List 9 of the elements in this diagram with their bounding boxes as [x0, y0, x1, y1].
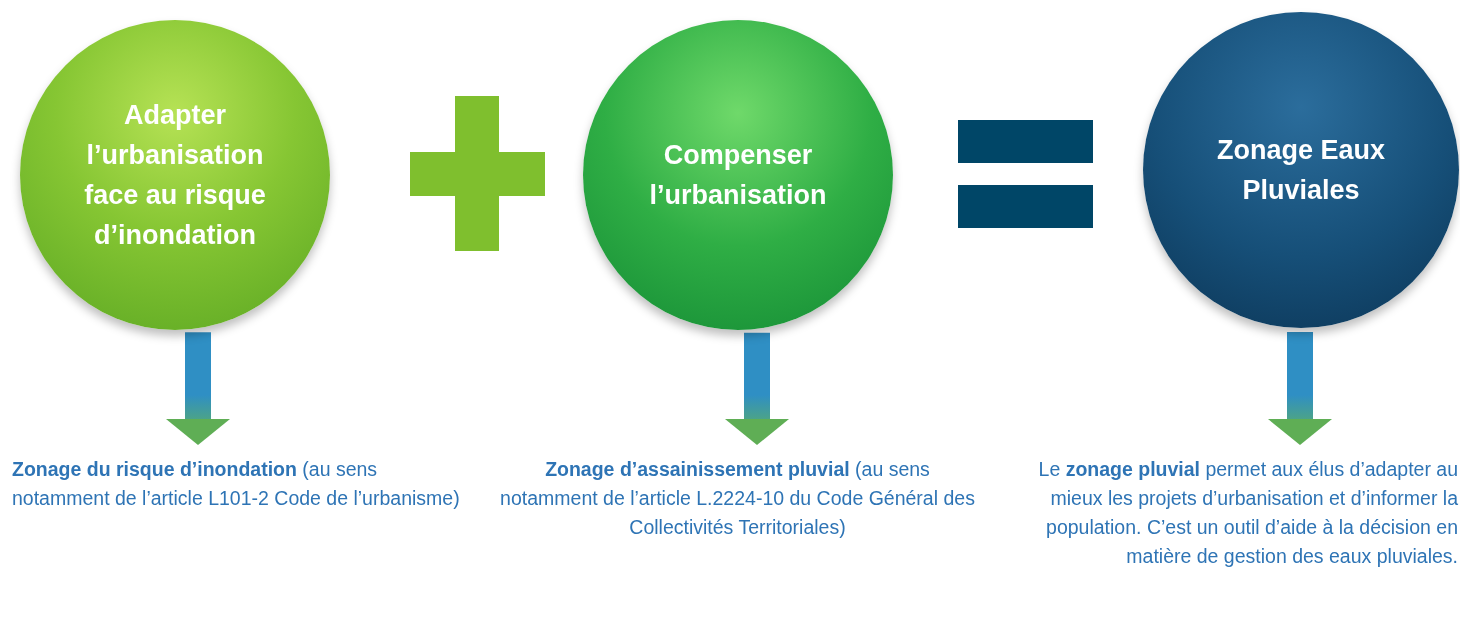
circle-label: Compenser l’urbanisation: [648, 139, 828, 212]
circle-label: Zonage Eaux Pluviales: [1215, 134, 1386, 207]
description-text: Le zonage pluvial permet aux élus d’adapter au mieux les projets d’urbanisation et d’informer la population. C’est un outil d’aide à la décision en matière de gestion des eaux pluviales.: [1005, 455, 1458, 571]
circle-label: Adapter l’urbanisation face au risque d’inondation: [83, 99, 267, 252]
down-arrow: [1268, 332, 1332, 445]
description-text: Zonage d’assainissement pluvial (au sens notamment de l’article L.2224-10 du Code Général des Collectivités Territoriales): [500, 455, 975, 542]
description-text: Zonage du risque d’inondation (au sens notamment de l’article L101-2 Code de l’urbanisme): [12, 455, 462, 513]
down-arrow: [725, 332, 789, 445]
down-arrow: [166, 332, 230, 445]
